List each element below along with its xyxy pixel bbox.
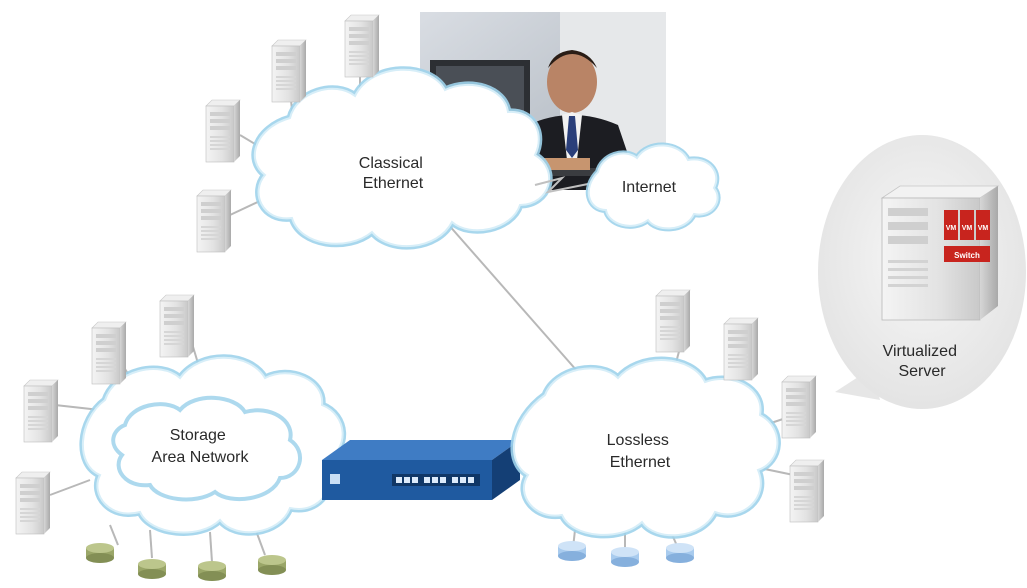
- classical-ethernet-cloud: Classical Ethernet: [251, 66, 553, 250]
- server-icon: [159, 294, 195, 358]
- storage-disk-icon: [611, 547, 639, 567]
- storage-disks: [86, 543, 286, 581]
- vm-label: VM: [946, 225, 957, 232]
- server-icon: [91, 321, 127, 385]
- internet-cloud: Internet: [585, 142, 721, 232]
- server-icon: [205, 99, 241, 163]
- server-icon: [781, 375, 817, 439]
- storage-disk-icon: [558, 541, 586, 561]
- server-icon: [271, 39, 307, 103]
- vm-label: VM: [962, 225, 973, 232]
- storage-area-network-label: Storage Area Network: [152, 427, 250, 466]
- server-icon: [655, 289, 691, 353]
- virtualized-server-label: Virtualized Server: [883, 343, 962, 380]
- server-icon: [196, 189, 232, 253]
- virtualized-server-icon: VM VM VM Switch: [880, 185, 1000, 321]
- lossless-disks: [558, 541, 694, 567]
- storage-disk-icon: [86, 543, 114, 563]
- server-icon: [723, 317, 759, 381]
- server-icon: [789, 459, 825, 523]
- server-icon: [15, 471, 51, 535]
- internet-label: Internet: [622, 179, 677, 196]
- server-icon: [344, 14, 380, 78]
- storage-disk-icon: [666, 543, 694, 563]
- virtualized-server-callout: VM VM VM Switch Virtualized Server: [818, 135, 1026, 409]
- lossless-ethernet-cloud: Lossless Ethernet: [510, 356, 781, 539]
- storage-disk-icon: [138, 559, 166, 579]
- vm-label: VM: [978, 225, 989, 232]
- vm-blocks: VM VM VM Switch: [944, 210, 990, 262]
- classical-ethernet-label: Classical Ethernet: [359, 155, 427, 192]
- storage-disk-icon: [258, 555, 286, 575]
- storage-disk-icon: [198, 561, 226, 581]
- wan-link: [534, 176, 599, 194]
- vswitch-label: Switch: [954, 251, 980, 260]
- server-icon: [23, 379, 59, 443]
- storage-cloud: Storage Area Network: [79, 354, 347, 536]
- network-switch-icon: [322, 440, 520, 500]
- lossless-ethernet-label: Lossless Ethernet: [607, 432, 674, 471]
